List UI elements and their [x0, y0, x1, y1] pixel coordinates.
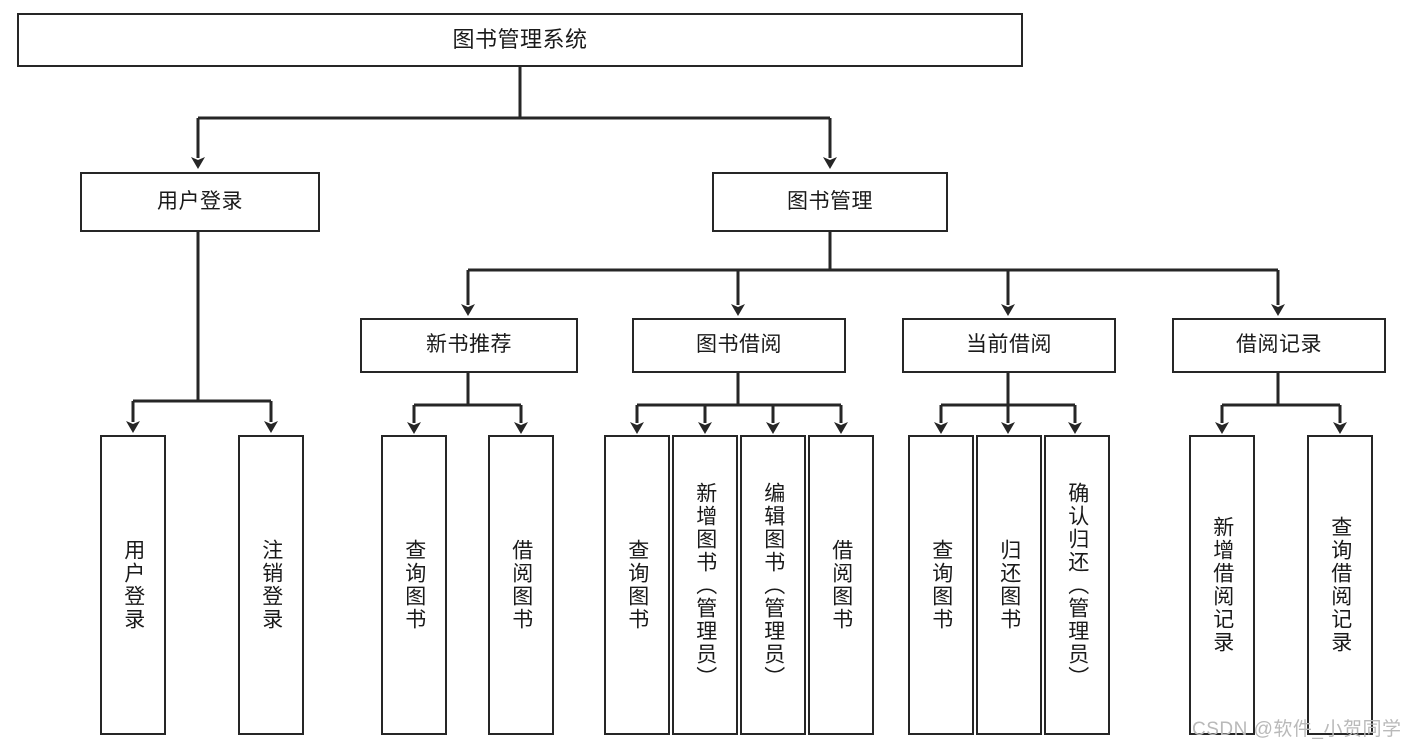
node-label: 图书借阅 — [696, 333, 782, 357]
leaf-add-borrow-record[interactable]: 新增借阅记录 — [1189, 435, 1255, 735]
leaf-borrow-book-recommend[interactable]: 借阅图书 — [488, 435, 554, 735]
node-user-login[interactable]: 用户登录 — [80, 172, 320, 232]
node-label: 新书推荐 — [426, 333, 512, 357]
node-label: 查询图书 — [929, 539, 953, 631]
leaf-query-borrow-record[interactable]: 查询借阅记录 — [1307, 435, 1373, 735]
node-label: 当前借阅 — [966, 333, 1052, 357]
node-label: 新增借阅记录 — [1210, 516, 1234, 654]
node-borrow-record[interactable]: 借阅记录 — [1172, 318, 1386, 373]
node-label: 新增图书（管理员） — [693, 481, 717, 689]
leaf-query-book-current[interactable]: 查询图书 — [908, 435, 974, 735]
node-book-manage[interactable]: 图书管理 — [712, 172, 948, 232]
node-book-borrow[interactable]: 图书借阅 — [632, 318, 846, 373]
leaf-edit-book[interactable]: 编辑图书（管理员） — [740, 435, 806, 735]
leaf-return-book[interactable]: 归还图书 — [976, 435, 1042, 735]
node-root-system[interactable]: 图书管理系统 — [17, 13, 1023, 67]
leaf-add-book[interactable]: 新增图书（管理员） — [672, 435, 738, 735]
node-label: 借阅记录 — [1236, 333, 1322, 357]
node-label: 借阅图书 — [509, 539, 533, 631]
leaf-borrow-book[interactable]: 借阅图书 — [808, 435, 874, 735]
leaf-logout-login[interactable]: 注销登录 — [238, 435, 304, 735]
node-label: 编辑图书（管理员） — [761, 481, 785, 689]
node-label: 图书管理 — [787, 189, 873, 213]
node-label: 图书管理系统 — [452, 27, 588, 53]
leaf-query-book-recommend[interactable]: 查询图书 — [381, 435, 447, 735]
node-label: 用户登录 — [157, 189, 243, 213]
node-label: 注销登录 — [259, 539, 283, 631]
leaf-user-login[interactable]: 用户登录 — [100, 435, 166, 735]
node-label: 确认归还（管理员） — [1065, 481, 1089, 689]
node-label: 查询图书 — [625, 539, 649, 631]
node-current-borrow[interactable]: 当前借阅 — [902, 318, 1116, 373]
node-label: 查询图书 — [402, 539, 426, 631]
node-label: 借阅图书 — [829, 539, 853, 631]
node-label: 用户登录 — [121, 539, 145, 631]
csdn-watermark: CSDN @软件_小贺同学 — [1192, 719, 1402, 740]
node-label: 归还图书 — [997, 539, 1021, 631]
leaf-confirm-return[interactable]: 确认归还（管理员） — [1044, 435, 1110, 735]
leaf-query-book-borrow[interactable]: 查询图书 — [604, 435, 670, 735]
node-label: 查询借阅记录 — [1328, 516, 1352, 654]
node-new-book-recommend[interactable]: 新书推荐 — [360, 318, 578, 373]
